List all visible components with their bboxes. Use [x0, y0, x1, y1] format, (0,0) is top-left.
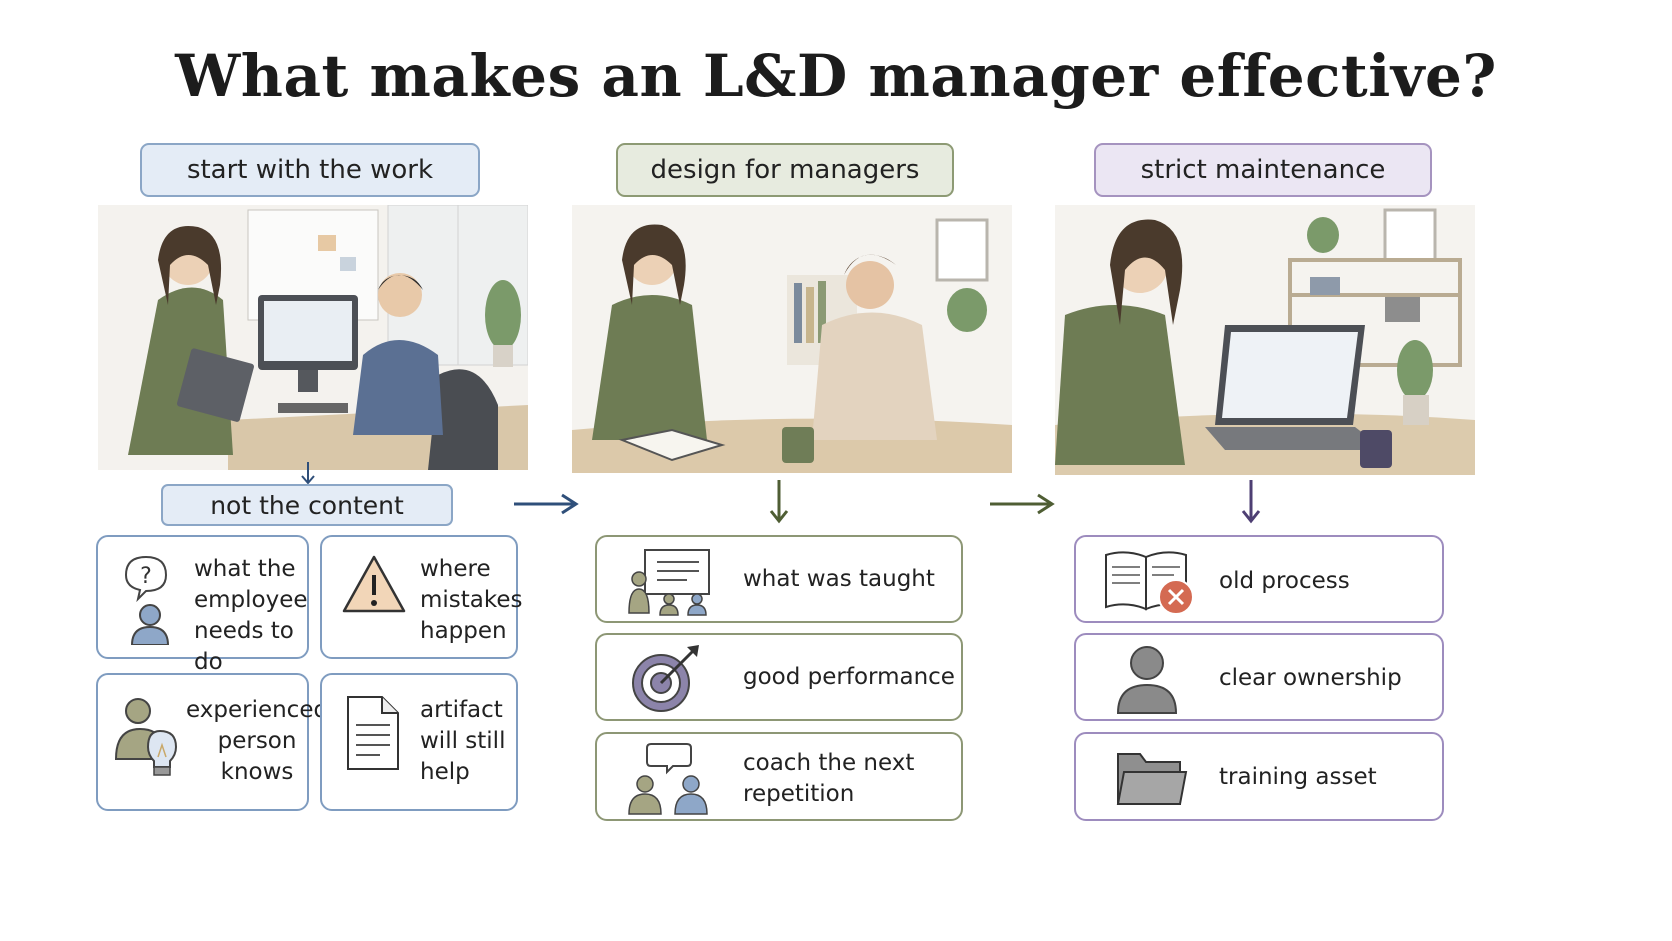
person-icon: [1116, 646, 1178, 714]
card-old-process: old process: [1074, 535, 1444, 623]
card-text: training asset: [1219, 764, 1377, 790]
card-what-employee-needs: ? what the employee needs to do: [96, 535, 309, 675]
card-text: where mistakes happen: [420, 556, 523, 644]
card-text: experienced person knows: [186, 697, 329, 785]
card-good-performance: good performance: [595, 633, 963, 721]
conversation-icon: [628, 743, 708, 815]
card-where-mistakes-happen: where mistakes happen: [320, 535, 523, 659]
header-strict-maintenance: strict maintenance: [1094, 143, 1432, 197]
card-text: what was taught: [743, 566, 935, 592]
target-icon: [632, 645, 699, 712]
question-person-icon: ?: [124, 555, 170, 645]
person-lightbulb-icon: [114, 698, 178, 776]
card-training-asset: training asset: [1074, 732, 1444, 821]
scene-manager-discussion-illustration: [572, 205, 1012, 473]
document-icon: [347, 696, 399, 770]
right-arrow-icon: [514, 493, 579, 515]
scene-observing-employee-illustration: [98, 205, 528, 470]
header-design-for-managers: design for managers: [616, 143, 954, 197]
card-text: clear ownership: [1219, 665, 1402, 691]
card-artifact-will-still-help: artifact will still help: [320, 673, 518, 811]
page-title: What makes an L&D manager effective?: [175, 42, 1497, 110]
card-what-was-taught: what was taught: [595, 535, 963, 623]
card-coach-the-next-repetition: coach the next repetition: [595, 732, 963, 821]
down-arrow-icon: [769, 480, 789, 524]
card-text: coach the next repetition: [743, 750, 915, 807]
down-arrow-icon: [301, 462, 315, 485]
card-clear-ownership: clear ownership: [1074, 633, 1444, 721]
card-text: what the employee needs to do: [194, 556, 308, 675]
book-x-icon: [1105, 551, 1194, 615]
presentation-icon: [628, 549, 710, 616]
right-arrow-icon: [990, 493, 1055, 515]
subheader-not-the-content: not the content: [161, 484, 453, 526]
warning-icon: [342, 555, 406, 613]
card-text: artifact will still help: [420, 697, 506, 785]
down-arrow-icon: [1241, 480, 1261, 524]
card-experienced-person-knows: experienced person knows: [96, 673, 328, 811]
header-start-with-the-work: start with the work: [140, 143, 480, 197]
folder-icon: [1116, 753, 1188, 805]
scene-laptop-maintenance-illustration: [1055, 205, 1475, 475]
card-text: old process: [1219, 568, 1350, 594]
svg-text:?: ?: [140, 564, 152, 589]
card-text: good performance: [743, 664, 955, 690]
